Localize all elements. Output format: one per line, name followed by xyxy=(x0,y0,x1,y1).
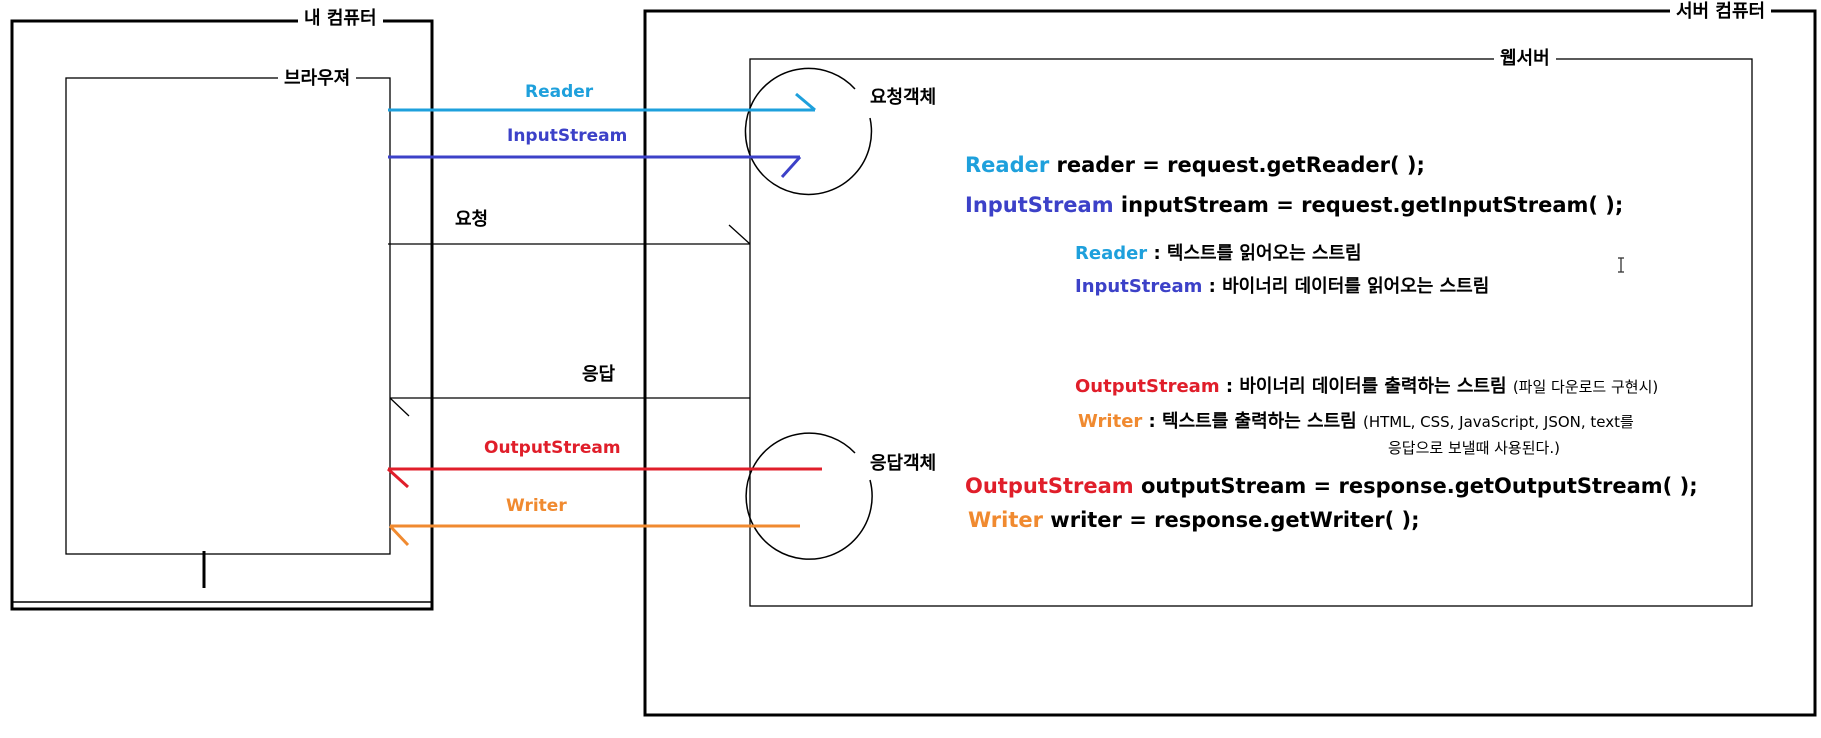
note-outputstream-desc: : 바이너리 데이터를 출력하는 스트림 xyxy=(1219,376,1507,397)
writer-arrow-label: Writer xyxy=(506,496,567,516)
note-outputstream-extra: (파일 다운로드 구현시) xyxy=(1512,378,1659,396)
browser-label: 브라우져 xyxy=(278,70,357,88)
note-outputstream: OutputStream : 바이너리 데이터를 출력하는 스트림 (파일 다운… xyxy=(1075,378,1658,396)
request-arrow-label: 요청 xyxy=(455,209,489,230)
note-reader-desc: : 텍스트를 읽어오는 스트림 xyxy=(1147,243,1362,264)
inputstream-arrow-label: InputStream xyxy=(507,126,628,146)
note-reader-type: Reader xyxy=(1075,243,1148,264)
request-object-circle xyxy=(744,67,873,196)
note-inputstream-desc: : 바이너리 데이터를 읽어오는 스트림 xyxy=(1202,276,1490,297)
note-reader: Reader : 텍스트를 읽어오는 스트림 xyxy=(1075,245,1362,263)
writer-arrowhead xyxy=(388,524,410,547)
outputstream-arrowhead xyxy=(386,467,410,489)
code-inputstream-rest: inputStream = request.getInputStream( ); xyxy=(1113,193,1624,217)
note-outputstream-type: OutputStream xyxy=(1075,376,1220,397)
code-writer-rest: writer = response.getWriter( ); xyxy=(1043,508,1420,532)
code-outputstream-type: OutputStream xyxy=(965,474,1134,498)
note-writer-desc: : 텍스트를 출력하는 스트림 xyxy=(1142,411,1357,432)
server-computer-box xyxy=(643,9,1817,717)
reader-arrowhead xyxy=(795,92,816,112)
code-reader-rest: reader = request.getReader( ); xyxy=(1049,153,1425,177)
response-arrowhead xyxy=(389,397,410,417)
outputstream-arrow-label: OutputStream xyxy=(484,438,621,458)
response-object-label: 응답객체 xyxy=(870,453,937,474)
note-inputstream-type: InputStream xyxy=(1075,276,1203,297)
note-writer-extra2: 응답으로 보낼때 사용된다.) xyxy=(1388,439,1560,457)
note-inputstream: InputStream : 바이너리 데이터를 읽어오는 스트림 xyxy=(1075,278,1489,296)
web-server-box xyxy=(749,58,1753,607)
code-writer-line: Writer writer = response.getWriter( ); xyxy=(968,510,1420,531)
code-outputstream-rest: outputStream = response.getOutputStream(… xyxy=(1133,474,1698,498)
note-writer: Writer : 텍스트를 출력하는 스트림 (HTML, CSS, JavaS… xyxy=(1078,413,1634,431)
request-arrowhead xyxy=(728,224,751,245)
request-object-label: 요청객체 xyxy=(870,87,937,108)
text-cursor-icon xyxy=(1618,257,1624,273)
code-inputstream-type: InputStream xyxy=(965,193,1114,217)
code-outputstream-line: OutputStream outputStream = response.get… xyxy=(965,476,1698,497)
web-server-label: 웹서버 xyxy=(1494,50,1556,68)
response-object-circle xyxy=(745,432,873,560)
my-computer-box xyxy=(10,19,434,611)
code-reader-type: Reader xyxy=(965,153,1050,177)
code-inputstream-line: InputStream inputStream = request.getInp… xyxy=(965,195,1623,216)
server-computer-label: 서버 컴퓨터 xyxy=(1670,3,1772,21)
note-writer-extra: (HTML, CSS, JavaScript, JSON, text를 xyxy=(1363,413,1634,431)
browser-box xyxy=(65,77,391,555)
response-arrow-label: 응답 xyxy=(582,364,616,385)
my-computer-label: 내 컴퓨터 xyxy=(298,10,383,28)
note-writer-type: Writer xyxy=(1078,411,1143,432)
code-writer-type: Writer xyxy=(968,508,1043,532)
reader-arrow-label: Reader xyxy=(525,82,594,102)
inputstream-arrowhead xyxy=(780,155,802,179)
code-reader-line: Reader reader = request.getReader( ); xyxy=(965,155,1425,176)
